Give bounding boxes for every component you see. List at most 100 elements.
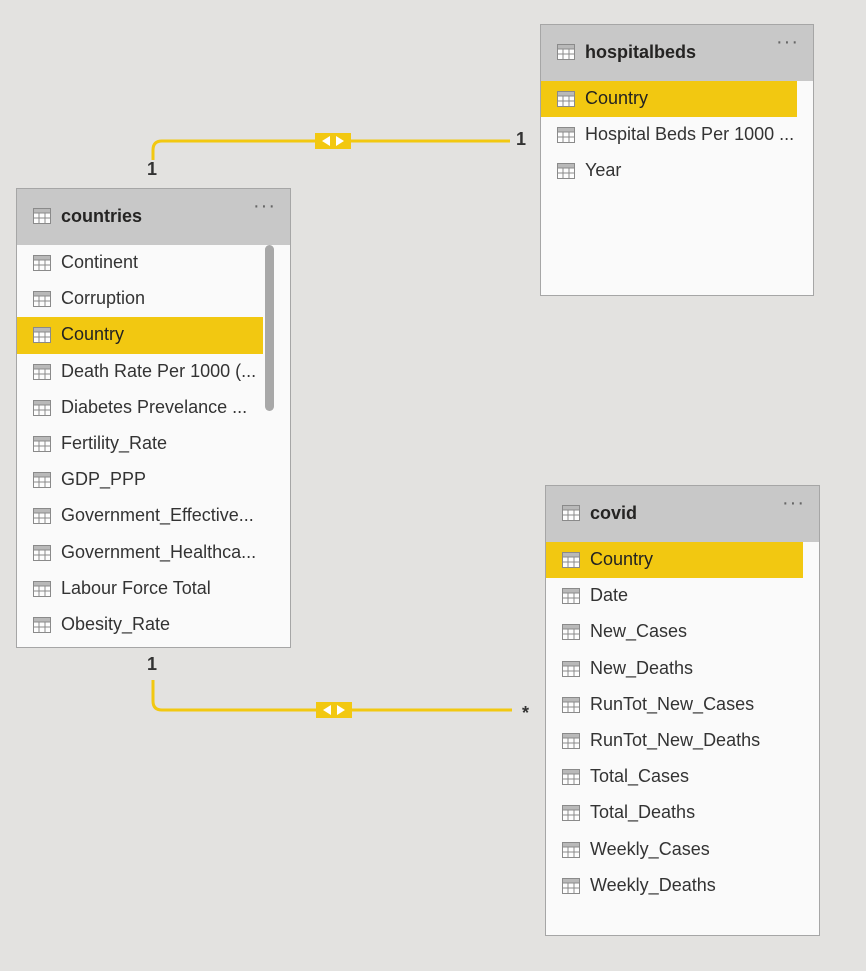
field-row[interactable]: Diabetes Prevelance ...	[17, 390, 290, 426]
selected-highlight	[541, 81, 797, 118]
field-label: Country	[61, 324, 125, 345]
column-icon	[33, 363, 51, 380]
table-icon	[562, 505, 580, 521]
field-row[interactable]: Labour Force Total	[17, 571, 290, 607]
field-row[interactable]: Government_Healthca...	[17, 535, 290, 571]
bidirectional-filter-icon[interactable]	[315, 133, 351, 149]
table-title: countries	[61, 206, 143, 226]
cardinality-countries-one: 1	[147, 654, 158, 674]
table-header[interactable]: hospitalbeds ···	[541, 25, 813, 81]
field-label: RunTot_New_Cases	[590, 693, 755, 714]
field-label: Continent	[61, 252, 139, 272]
field-row[interactable]: Hospital Beds Per 1000 ...	[541, 117, 813, 153]
field-label: Date	[590, 585, 629, 606]
field-label: GDP_PPP	[61, 469, 147, 490]
field-label: Corruption	[61, 288, 146, 309]
field-label: RunTot_New_Deaths	[590, 729, 761, 750]
field-row[interactable]: Total_Deaths	[546, 795, 819, 831]
column-icon	[557, 127, 575, 144]
column-icon	[557, 163, 575, 180]
more-options-button[interactable]: ···	[253, 195, 276, 217]
field-row[interactable]: RunTot_New_Deaths	[546, 723, 819, 759]
field-label: Death Rate Per 1000 (...	[61, 360, 257, 381]
column-icon	[562, 805, 580, 822]
column-icon	[557, 91, 575, 107]
field-label: Government_Effective...	[61, 505, 254, 526]
scrollbar-thumb[interactable]	[265, 245, 274, 411]
column-icon	[562, 696, 580, 713]
column-icon	[562, 732, 580, 749]
field-label: New_Cases	[590, 621, 688, 642]
field-row[interactable]: New_Cases	[546, 614, 819, 650]
column-icon	[562, 588, 580, 605]
field-label: Hospital Beds Per 1000 ...	[585, 124, 795, 145]
table-icon	[557, 44, 575, 60]
table-header[interactable]: countries ···	[17, 189, 290, 245]
cardinality-hospitalbeds-one: 1	[516, 129, 527, 149]
field-label: New_Deaths	[590, 657, 694, 678]
field-label: Year	[585, 160, 622, 181]
field-row[interactable]: Fertility_Rate	[17, 426, 290, 462]
field-label: Labour Force Total	[61, 577, 211, 598]
bidirectional-filter-icon[interactable]	[316, 702, 352, 718]
column-icon	[562, 877, 580, 894]
table-header[interactable]: covid ···	[546, 486, 819, 542]
field-row[interactable]: Country	[541, 81, 813, 118]
column-icon	[33, 399, 51, 416]
field-row[interactable]: Country	[17, 317, 290, 354]
column-icon	[33, 291, 51, 308]
more-options-button[interactable]: ···	[782, 492, 805, 514]
field-row[interactable]: Country	[546, 542, 819, 579]
column-icon	[562, 841, 580, 858]
table-icon	[33, 208, 51, 224]
field-label: Total_Deaths	[590, 802, 696, 823]
cardinality-covid-many: *	[522, 703, 530, 723]
field-label: Country	[585, 88, 649, 108]
column-icon	[562, 769, 580, 786]
relationship-line-hospitalbeds[interactable]	[151, 139, 510, 160]
column-icon	[33, 508, 51, 525]
field-row[interactable]: Obesity_Rate	[17, 607, 290, 643]
more-options-button[interactable]: ···	[776, 31, 799, 53]
field-row[interactable]: Continent	[17, 245, 290, 281]
field-row[interactable]: Weekly_Deaths	[546, 868, 819, 904]
field-label: Obesity_Rate	[61, 613, 171, 634]
column-icon	[562, 624, 580, 641]
field-row[interactable]: GDP_PPP	[17, 462, 290, 498]
field-label: Weekly_Deaths	[590, 874, 716, 895]
field-row[interactable]: New_Deaths	[546, 651, 819, 687]
column-icon	[562, 660, 580, 677]
field-label: Weekly_Cases	[590, 838, 710, 859]
field-label: Diabetes Prevelance ...	[61, 396, 248, 417]
column-icon	[33, 255, 51, 271]
field-row[interactable]: Weekly_Cases	[546, 832, 819, 868]
column-icon	[33, 435, 51, 452]
field-row[interactable]: Corruption	[17, 281, 290, 317]
column-icon	[562, 552, 580, 568]
field-row[interactable]: Year	[541, 153, 813, 189]
column-icon	[33, 580, 51, 597]
field-label: Total_Cases	[590, 766, 690, 787]
field-row[interactable]: Total_Cases	[546, 759, 819, 795]
field-row[interactable]: RunTot_New_Cases	[546, 687, 819, 723]
selected-highlight	[17, 317, 263, 354]
field-row[interactable]: Death Rate Per 1000 (...	[17, 354, 290, 390]
column-icon	[33, 544, 51, 561]
field-label: Government_Healthca...	[61, 541, 257, 562]
table-title: hospitalbeds	[585, 42, 697, 62]
relationship-line-covid[interactable]	[151, 680, 512, 712]
field-label: Fertility_Rate	[61, 432, 168, 453]
table-title: covid	[590, 503, 638, 523]
column-icon	[33, 472, 51, 489]
column-icon	[33, 616, 51, 633]
field-row[interactable]: Government_Effective...	[17, 498, 290, 534]
selected-highlight	[546, 542, 803, 579]
field-row[interactable]: Date	[546, 578, 819, 614]
